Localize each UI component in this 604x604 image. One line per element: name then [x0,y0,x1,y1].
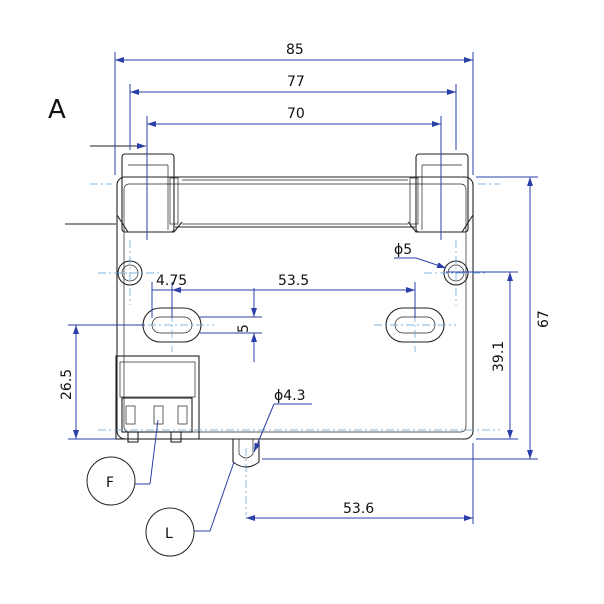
svg-text:26.5: 26.5 [59,369,75,400]
svg-text:70: 70 [287,106,305,122]
center-lines [90,183,500,515]
dimension-overall-height: 67 [262,176,552,460]
dimension-slot-height: 5 [200,288,262,362]
dimension-slot-from-base: 39.1 [446,271,518,440]
dimension-overall-width: 85 [114,42,474,175]
svg-text:L: L [165,526,173,542]
svg-text:F: F [106,475,114,491]
svg-text:ϕ4.3: ϕ4.3 [274,388,306,404]
callout-f: F [86,419,159,506]
callout-l: L [145,461,235,557]
dimension-mount-spacing: 77 [129,74,457,150]
dimension-connector-height: 26.5 [59,324,145,440]
dimension-inner-spacing: 70 [146,106,442,240]
svg-text:85: 85 [286,42,304,58]
svg-text:39.1: 39.1 [491,341,507,372]
dimension-notch-offset: 53.6 [246,443,474,524]
dimension-notch-diameter: ϕ4.3 [253,388,312,453]
svg-text:53.6: 53.6 [343,501,374,517]
svg-text:67: 67 [536,310,552,328]
svg-text:ϕ5: ϕ5 [394,242,412,258]
dimension-slot-positions: 4.75 53.5 [151,273,416,318]
part-outline [115,153,474,468]
svg-text:53.5: 53.5 [278,273,309,289]
dimension-hole-diameter: ϕ5 [394,242,447,269]
view-label-a: A [48,95,66,125]
svg-text:5: 5 [236,324,252,333]
svg-text:77: 77 [287,74,305,90]
svg-text:4.75: 4.75 [156,273,187,289]
